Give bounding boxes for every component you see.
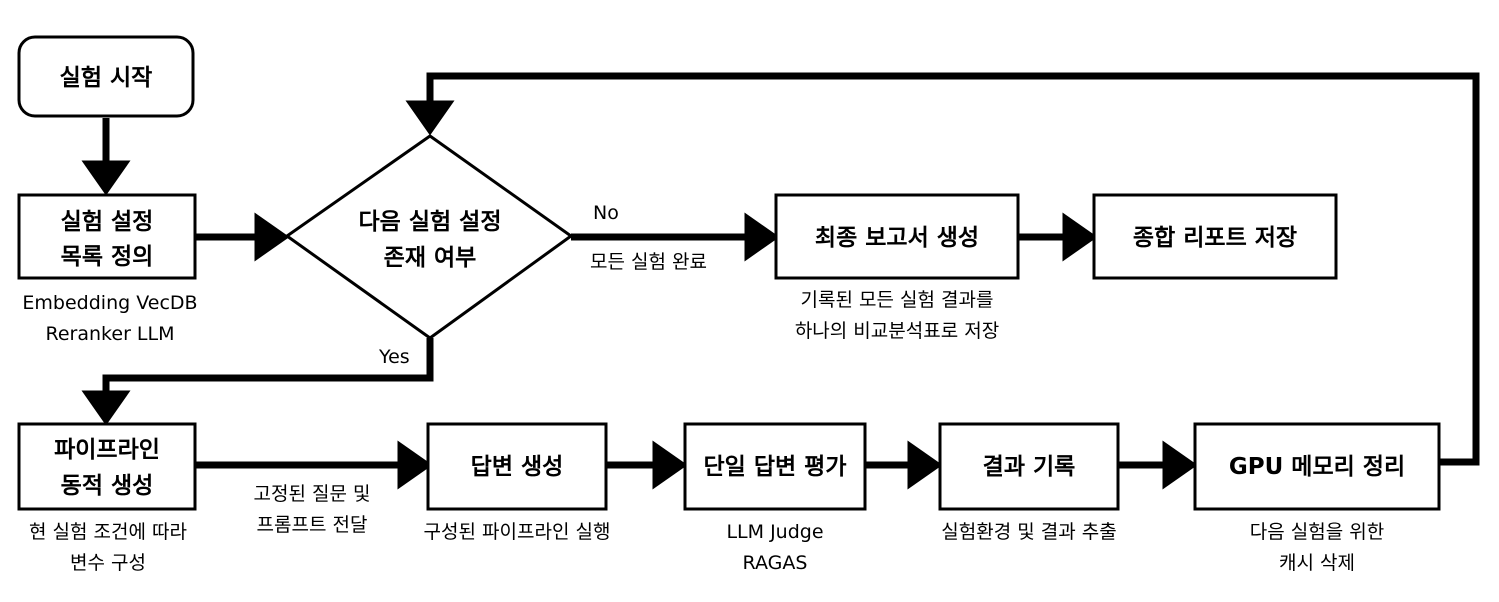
final-report-label: 최종 보고서 생성 [815, 225, 979, 251]
record-note: 실험환경 및 결과 추출 [941, 521, 1116, 543]
edge-label-yes: Yes [378, 346, 410, 368]
start-label: 실험 시작 [60, 65, 153, 91]
save-report-node [1092, 193, 1338, 280]
config-node [17, 193, 197, 280]
eval-label: 단일 답변 평가 [704, 454, 847, 480]
record-node [938, 422, 1120, 511]
report-note-line2: 하나의 비교분석표로 저장 [795, 320, 999, 342]
answer-note: 구성된 파이프라인 실행 [424, 521, 611, 543]
gpu-node [1193, 422, 1441, 511]
pipeline-note-line2: 변수 구성 [70, 552, 146, 574]
answer-gen-label: 답변 생성 [471, 454, 564, 480]
report-note-line1: 기록된 모든 실험 결과를 [801, 289, 994, 311]
decision-label-line1: 다음 실험 설정 [359, 209, 502, 235]
edge-label-no: No [593, 202, 619, 224]
edge-decision-yes [81, 338, 434, 426]
save-report-label: 종합 리포트 저장 [1133, 225, 1297, 251]
decision-label-line2: 존재 여부 [384, 245, 477, 271]
fixed-note-line2: 프롬프트 전달 [257, 514, 368, 536]
eval-node [683, 422, 867, 511]
answer-gen-node [426, 422, 608, 511]
pipeline-label-line1: 파이프라인 [54, 437, 160, 463]
gpu-label: GPU 메모리 정리 [1229, 454, 1405, 480]
fixed-note-line1: 고정된 질문 및 [254, 483, 371, 505]
pipeline-note-line1: 현 실험 조건에 따라 [29, 521, 187, 543]
decision-node [284, 134, 574, 340]
pipeline-label-line2: 동적 생성 [61, 473, 154, 499]
config-note-line1: Embedding VecDB [22, 292, 197, 314]
config-label-line2: 목록 정의 [61, 244, 154, 270]
eval-note-line1: LLM Judge [726, 521, 823, 543]
config-label-line1: 실험 설정 [61, 209, 154, 235]
final-report-node [774, 193, 1020, 280]
edge-gpu-loop-back [405, 72, 1480, 466]
gpu-note-line1: 다음 실험을 위한 [1250, 521, 1384, 543]
pipeline-node [17, 422, 197, 511]
eval-note-line2: RAGAS [743, 552, 808, 574]
record-label: 결과 기록 [983, 454, 1076, 480]
config-note-line2: Reranker LLM [46, 323, 175, 345]
start-node [17, 35, 195, 118]
edge-label-no-sub: 모든 실험 완료 [590, 251, 707, 273]
gpu-note-line2: 캐시 삭제 [1279, 552, 1355, 574]
